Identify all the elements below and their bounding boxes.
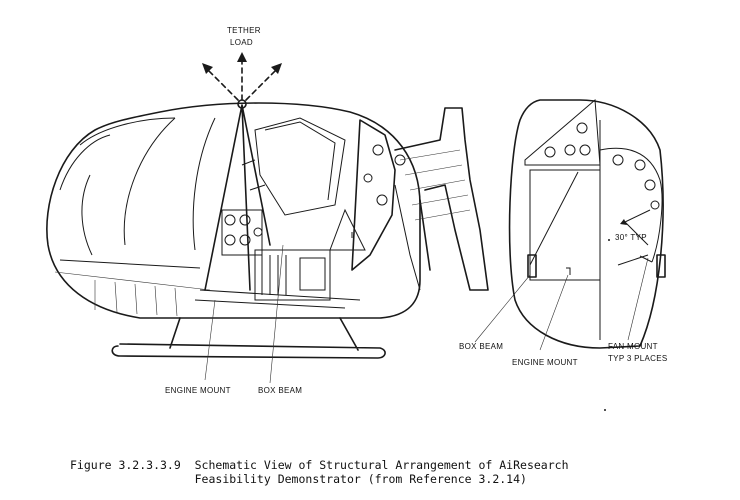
rear-bulkhead — [351, 119, 396, 271]
end-view — [474, 98, 666, 411]
box-beam-label-left: BOX BEAM — [258, 386, 302, 395]
figure-caption-line2: Feasibility Demonstrator (from Reference… — [70, 472, 527, 486]
canopy-frame — [59, 117, 176, 256]
figure-caption-line1: Figure 3.2.3.3.9 Schematic View of Struc… — [70, 458, 569, 472]
tether-label-line2: LOAD — [230, 38, 253, 47]
gusset-plate — [221, 209, 263, 256]
fan-duct — [394, 107, 489, 291]
engine-mount-label-right: ENGINE MOUNT — [512, 358, 578, 367]
fan-ring — [599, 147, 663, 263]
a-frame — [204, 104, 271, 291]
tether-load-arrows — [202, 52, 282, 101]
angle-label: 30° TYP — [615, 233, 647, 242]
box-beam-label-right: BOX BEAM — [459, 342, 503, 351]
landing-skid — [111, 317, 386, 359]
end-view-shell — [508, 99, 664, 349]
engine-mount-label-left: ENGINE MOUNT — [165, 386, 231, 395]
fan-mount-label-line1: FAN MOUNT — [608, 342, 658, 351]
structural-arrangement-diagram: TETHER LOAD ENGINE MOUNT BOX BEAM BOX BE… — [46, 26, 667, 411]
engine-block — [254, 249, 331, 301]
side-view — [46, 52, 489, 384]
box-beam-block — [527, 254, 537, 278]
end-bulkhead — [524, 98, 601, 166]
fan-mount-block — [656, 254, 666, 278]
upper-box — [254, 117, 346, 216]
fan-mount-label-line2: TYP 3 PLACES — [608, 354, 667, 363]
tether-label-line1: TETHER — [227, 26, 261, 35]
